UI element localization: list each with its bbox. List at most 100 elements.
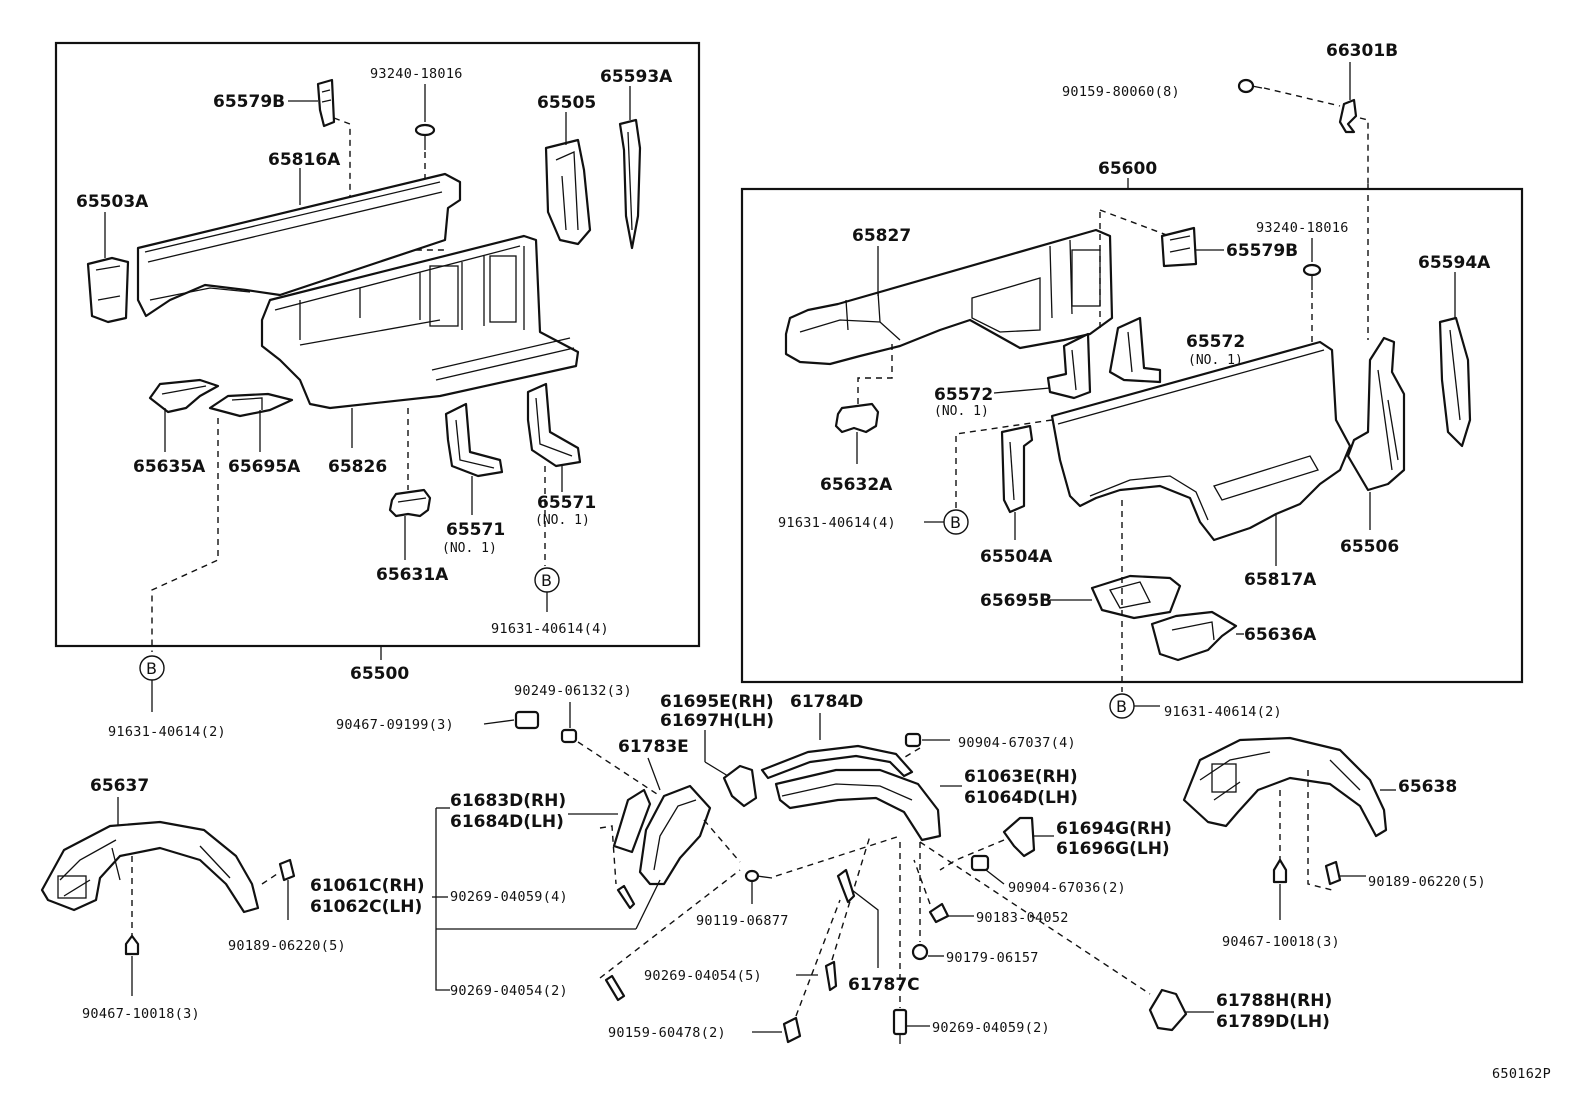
part-65579B-left[interactable] (316, 78, 336, 128)
ref-marker-b-left-inner: B (534, 567, 560, 593)
part-65632A[interactable] (834, 402, 880, 434)
part-65579B-right[interactable] (1160, 226, 1198, 268)
svg-text:B: B (1116, 697, 1127, 716)
part-65594A[interactable] (1438, 316, 1472, 448)
clip-90183[interactable] (928, 902, 950, 924)
label-65827: 65827 (852, 226, 911, 246)
label-90183: 90183-04052 (976, 910, 1069, 926)
label-90159-60478: 90159-60478(2) (608, 1025, 726, 1041)
svg-text:B: B (950, 513, 961, 532)
clip-90467-09199[interactable] (514, 710, 540, 730)
screw-90269-04054-5[interactable] (824, 960, 838, 992)
part-61787C-bracket[interactable] (836, 868, 856, 904)
label-90904-67036: 90904-67036(2) (1008, 880, 1126, 896)
label-65571-b: 65571 (537, 493, 596, 513)
part-65636A[interactable] (1150, 610, 1238, 662)
bolt-93240-right[interactable] (1302, 263, 1322, 290)
screw-90269-04059-4[interactable] (616, 884, 636, 910)
label-65506: 65506 (1340, 537, 1399, 557)
clip-90904-67037[interactable] (904, 732, 922, 748)
label-65636A: 65636A (1244, 625, 1317, 645)
label-61784D: 61784D (790, 692, 863, 712)
part-65637-wheel-liner[interactable] (40, 820, 260, 914)
label-90269-04054-5: 90269-04054(5) (644, 968, 762, 984)
left-assembly-label: 65500 (350, 664, 409, 684)
right-assembly-label: 65600 (1098, 159, 1157, 179)
label-90249: 90249-06132(3) (514, 683, 632, 699)
part-61695E-bracket[interactable] (722, 764, 758, 808)
part-61683D-moulding[interactable] (612, 788, 652, 854)
part-65817A-outer-panel[interactable] (1050, 340, 1352, 542)
label-91631-4-right: 91631-40614(4) (778, 515, 896, 531)
part-65631A[interactable] (388, 488, 432, 518)
clip-90189-right[interactable] (1324, 860, 1342, 886)
part-65635A[interactable] (148, 378, 220, 414)
part-61694G-bracket[interactable] (1002, 816, 1036, 858)
clip-90467-10018-right[interactable] (1272, 858, 1288, 884)
label-65571-b-no: (NO. 1) (535, 513, 590, 528)
part-61788H-mudguard[interactable] (1148, 988, 1188, 1032)
right-assembly-box (740, 187, 1524, 684)
label-61062C: 61062C(LH) (310, 897, 422, 917)
part-65504A[interactable] (1000, 424, 1034, 514)
label-90159-80060: 90159-80060(8) (1062, 84, 1180, 100)
label-90119: 90119-06877 (696, 913, 789, 929)
label-65503A: 65503A (76, 192, 149, 212)
label-90189-left: 90189-06220(5) (228, 938, 346, 954)
part-65695B[interactable] (1090, 574, 1182, 620)
label-90269-04059-2: 90269-04059(2) (932, 1020, 1050, 1036)
label-65817A: 65817A (1244, 570, 1317, 590)
nut-90179[interactable] (911, 943, 929, 961)
part-65826-bed[interactable] (260, 234, 580, 410)
label-61695E: 61695E(RH) (660, 692, 774, 712)
part-65506[interactable] (1346, 336, 1406, 492)
part-65571-b[interactable] (526, 382, 582, 468)
label-65571-a-no: (NO. 1) (442, 541, 497, 556)
label-65579B-left: 65579B (213, 92, 285, 112)
label-65695B: 65695B (980, 591, 1052, 611)
label-65572-left: 65572 (934, 385, 993, 405)
part-61061C-rear-flare[interactable] (638, 784, 712, 886)
clip-90904-67036[interactable] (970, 854, 990, 872)
screw-90119[interactable] (744, 869, 773, 883)
svg-text:B: B (146, 659, 157, 678)
label-65594A: 65594A (1418, 253, 1491, 273)
label-65695A: 65695A (228, 457, 301, 477)
label-65593A: 65593A (600, 67, 673, 87)
label-65638: 65638 (1398, 777, 1457, 797)
label-65572-right: 65572 (1186, 332, 1245, 352)
part-65695A[interactable] (208, 392, 294, 418)
diagram-code: 650162P (1492, 1066, 1551, 1082)
clip-90467-10018-left[interactable] (124, 934, 140, 956)
label-65637: 65637 (90, 776, 149, 796)
label-90904-67037: 90904-67037(4) (958, 735, 1076, 751)
part-61784D-moulding[interactable] (760, 744, 914, 780)
label-61683D: 61683D(RH) (450, 791, 566, 811)
part-61063E-fender-flare[interactable] (774, 768, 942, 842)
part-65593A[interactable] (618, 118, 642, 250)
part-65572-left[interactable] (1046, 332, 1092, 400)
part-65572-right[interactable] (1108, 316, 1162, 384)
clip-90249[interactable] (560, 728, 578, 744)
ref-marker-b-left-outer: B (139, 655, 165, 681)
screw-90269-04059-2[interactable] (892, 1008, 908, 1044)
label-65632A: 65632A (820, 475, 893, 495)
part-66301B-hook[interactable] (1338, 98, 1358, 134)
label-61061C: 61061C(RH) (310, 876, 424, 896)
part-65505[interactable] (544, 138, 592, 246)
bolt-90159-60478[interactable] (782, 1016, 802, 1044)
label-90189-right: 90189-06220(5) (1368, 874, 1486, 890)
label-90467-10018-left: 90467-10018(3) (82, 1006, 200, 1022)
part-65827-panel[interactable] (784, 228, 1114, 366)
label-65504A: 65504A (980, 547, 1053, 567)
part-65571-a[interactable] (444, 402, 504, 478)
bolt-93240-left[interactable] (414, 123, 436, 150)
part-65638-wheel-liner[interactable] (1182, 736, 1388, 838)
clip-90189-left[interactable] (278, 858, 296, 882)
screw-90269-04054-2[interactable] (604, 974, 626, 1002)
label-90269-04054-2: 90269-04054(2) (450, 983, 568, 999)
part-65503A[interactable] (86, 256, 130, 324)
bolt-90159-80060[interactable] (1237, 78, 1263, 94)
part-65816A-panel[interactable] (136, 172, 462, 318)
